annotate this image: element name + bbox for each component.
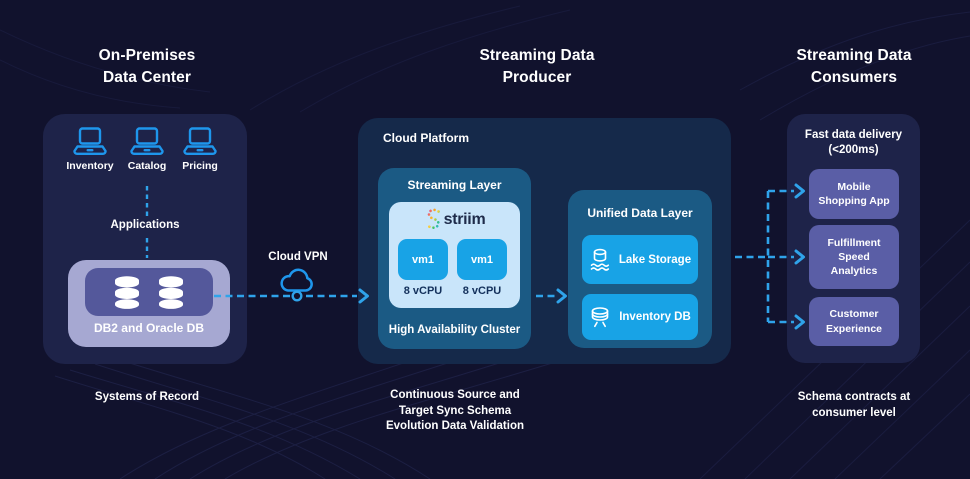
applications-label: Applications xyxy=(110,219,180,231)
system-label: Inventory xyxy=(66,160,114,172)
consumers-title: Fast data delivery (<200ms) xyxy=(804,129,903,156)
vm-node: vm1 xyxy=(457,239,507,280)
cloud-platform-box: Cloud Platform Streaming Layer xyxy=(358,118,731,364)
on-premises-panel: Inventory Catalog Pricing xyxy=(43,114,247,364)
system-inventory: Inventory xyxy=(60,127,120,172)
laptop-icon xyxy=(170,127,230,155)
consumer-mobile-shopping-app: Mobile Shopping App xyxy=(809,169,899,219)
inventory-db-item: Inventory DB xyxy=(582,294,698,340)
striim-s-icon xyxy=(424,207,442,232)
header-streaming-consumers: Streaming Data Consumers xyxy=(796,47,912,87)
lake-storage-icon xyxy=(589,248,611,271)
producer-caption: Continuous Source and Target Sync Schema… xyxy=(385,389,525,433)
consumers-caption: Schema contracts at consumer level xyxy=(797,391,911,419)
ha-cluster-label: High Availability Cluster xyxy=(388,324,521,336)
system-catalog: Catalog xyxy=(117,127,177,172)
system-pricing: Pricing xyxy=(170,127,230,172)
inventory-db-icon xyxy=(589,306,611,329)
streaming-layer-title: Streaming Layer xyxy=(407,178,502,192)
striim-logo: striim xyxy=(389,207,520,232)
lake-storage-item: Lake Storage xyxy=(582,235,698,284)
vm-spec: 8 vCPU xyxy=(403,285,443,297)
laptop-icon xyxy=(60,127,120,155)
system-label: Catalog xyxy=(127,160,167,172)
consumers-panel: Fast data delivery (<200ms) Mobile Shopp… xyxy=(787,114,920,363)
striim-wordmark: striim xyxy=(443,210,486,228)
header-on-premises: On-Premises Data Center xyxy=(98,47,196,87)
lake-storage-label: Lake Storage xyxy=(618,253,692,266)
consumer-fulfillment-analytics: Fulfillment Speed Analytics xyxy=(809,225,899,289)
vm-spec: 8 vCPU xyxy=(462,285,502,297)
db-cylinders-box xyxy=(85,268,213,316)
cloud-icon xyxy=(277,262,317,293)
inventory-db-label: Inventory DB xyxy=(619,311,691,323)
header-streaming-producer: Streaming Data Producer xyxy=(479,47,595,87)
unified-data-layer-title: Unified Data Layer xyxy=(587,206,693,220)
database-icon xyxy=(158,275,184,309)
unified-data-layer-box: Unified Data Layer Lake Storage xyxy=(568,190,712,348)
vm-node: vm1 xyxy=(398,239,448,280)
db-group-label: DB2 and Oracle DB xyxy=(93,321,205,335)
database-icon xyxy=(114,275,140,309)
system-label: Pricing xyxy=(182,160,218,172)
systems-of-record-caption: Systems of Record xyxy=(94,391,200,403)
streaming-layer-box: Streaming Layer xyxy=(378,168,531,349)
laptop-icon xyxy=(117,127,177,155)
db-group-box: DB2 and Oracle DB xyxy=(68,260,230,347)
consumer-customer-experience: Customer Experience xyxy=(809,297,899,346)
striim-cluster-box: striim vm1 vm1 8 vCPU 8 vCPU xyxy=(389,202,520,308)
cloud-platform-label: Cloud Platform xyxy=(383,131,469,145)
cloud-vpn-label: Cloud VPN xyxy=(268,251,328,263)
